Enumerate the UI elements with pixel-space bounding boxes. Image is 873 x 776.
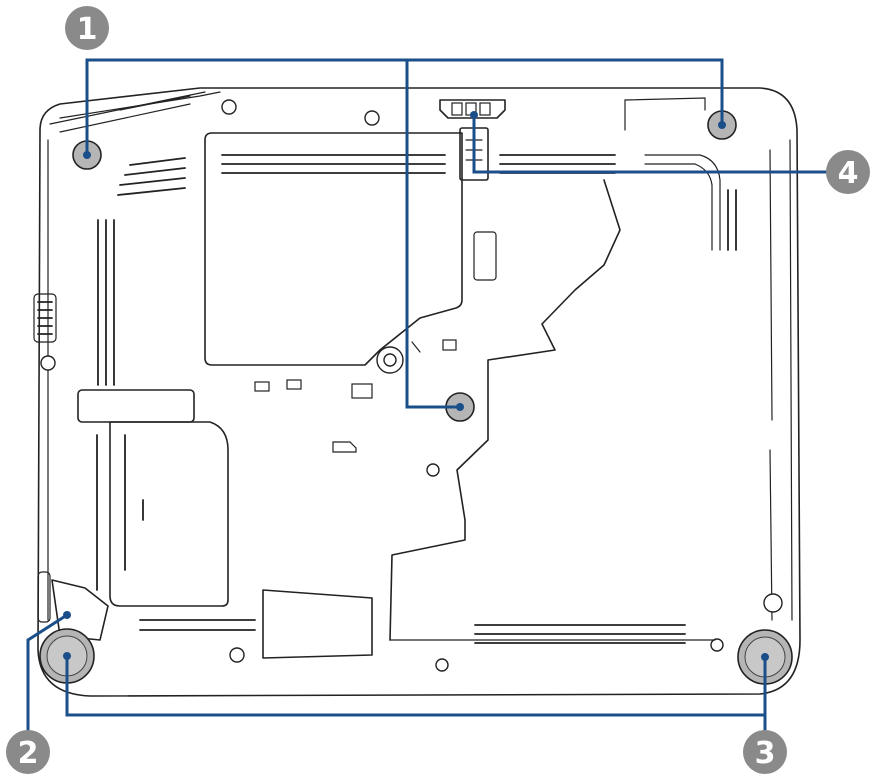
small-markings: [254, 339, 724, 672]
callout-badge-2: 2: [6, 730, 50, 774]
callout-badge-3: 3: [743, 730, 787, 774]
label-plate: [77, 389, 229, 607]
callout-badge-4: 4: [826, 150, 870, 194]
callout-4-line: [470, 111, 835, 174]
callout-badge-4-label: 4: [838, 156, 859, 191]
callout-badge-3-label: 3: [755, 736, 776, 771]
lamp-cover: [204, 132, 497, 366]
callout-2-line: [26, 611, 71, 735]
callout-1-lines: [83, 58, 726, 411]
callout-badge-1: 1: [65, 6, 109, 50]
center-outline: [389, 179, 621, 641]
projector-body: [37, 87, 801, 697]
front-feet: [39, 628, 793, 685]
side-grille: [33, 293, 57, 371]
mounting-holes: [72, 110, 737, 422]
callout-badge-2-label: 2: [18, 736, 39, 771]
right-vents: [499, 97, 737, 251]
screw-holes: [221, 99, 783, 663]
callout-badge-1-label: 1: [77, 12, 98, 47]
left-foot-housing: [37, 571, 109, 641]
bottom-vents: [139, 589, 716, 659]
left-vents: [97, 157, 186, 386]
lens-area: [49, 91, 206, 133]
